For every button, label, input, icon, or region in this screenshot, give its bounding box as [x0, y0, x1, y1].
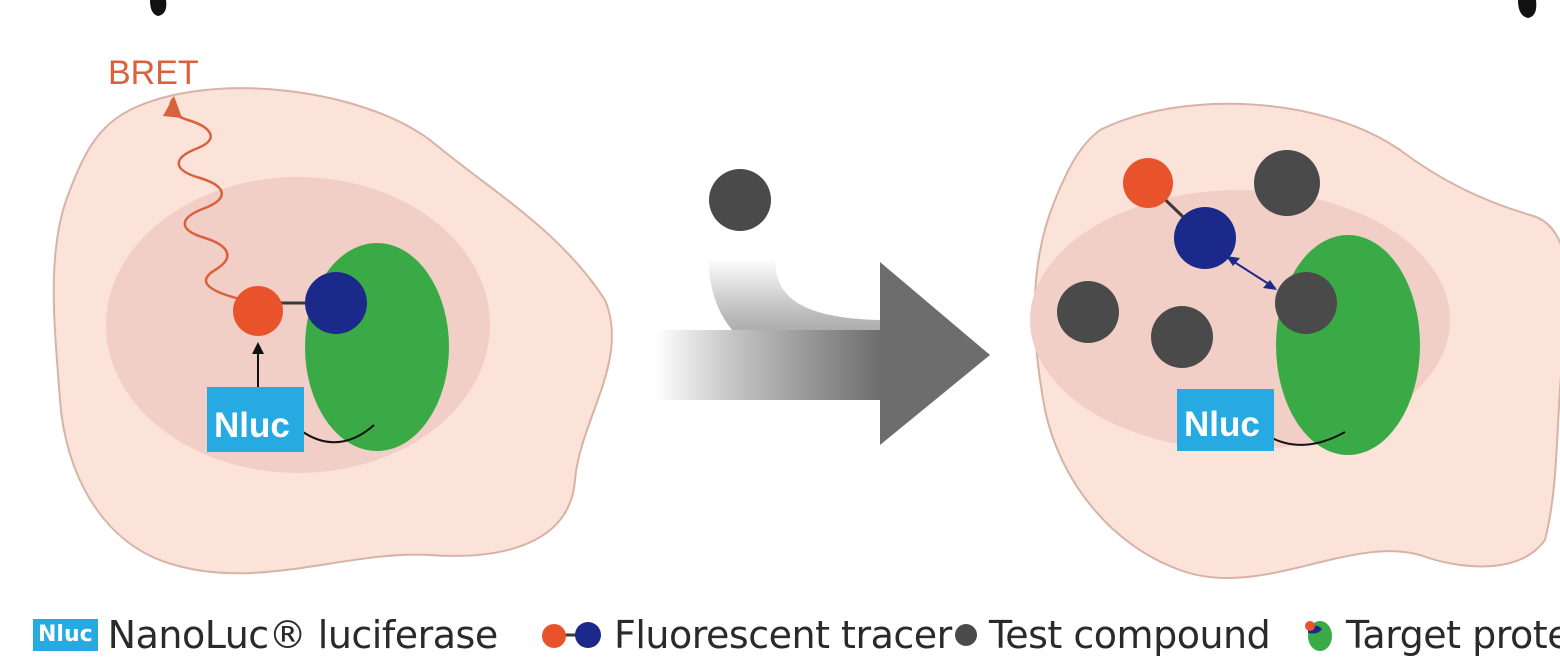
legend-tracer-label: Fluorescent tracer	[614, 613, 952, 657]
tracer-navy-dot	[305, 272, 367, 334]
left-nluc-label: Nluc	[214, 406, 290, 445]
target-protein-icon	[1300, 617, 1336, 653]
left-cell: BRET Nluc	[54, 54, 612, 573]
test-compound-1	[1254, 150, 1320, 216]
tracer-orange-dot	[233, 286, 283, 336]
right-tracer-orange-dot	[1123, 158, 1173, 208]
legend-compound-label: Test compound	[989, 613, 1270, 657]
tracer-icon	[540, 620, 604, 650]
legend-tracer: Fluorescent tracer	[540, 610, 952, 660]
compound-icon	[953, 622, 979, 648]
legend-nluc: Nluc NanoLuc® luciferase	[33, 610, 498, 660]
test-compound-3	[1151, 306, 1213, 368]
center-arrow	[655, 169, 990, 445]
nluc-swatch: Nluc	[33, 619, 98, 651]
test-compound-bound	[1275, 272, 1337, 334]
main-arrow-shaft	[655, 330, 880, 400]
main-arrow-head	[880, 262, 990, 445]
right-cell: Nluc	[1030, 104, 1560, 578]
bret-label: BRET	[108, 54, 199, 92]
right-nluc-label: Nluc	[1184, 405, 1260, 444]
legend-compound: Test compound	[953, 610, 1270, 660]
test-compound-2	[1057, 281, 1119, 343]
incoming-test-compound	[709, 169, 771, 231]
legend-target: Target prote	[1300, 610, 1560, 660]
legend-nluc-label: NanoLuc® luciferase	[108, 613, 498, 657]
right-tracer-navy-dot	[1174, 207, 1236, 269]
legend: Nluc NanoLuc® luciferase Fluorescent tra…	[0, 600, 1560, 666]
right-target-protein	[1276, 235, 1420, 455]
legend-target-label: Target prote	[1346, 613, 1560, 657]
